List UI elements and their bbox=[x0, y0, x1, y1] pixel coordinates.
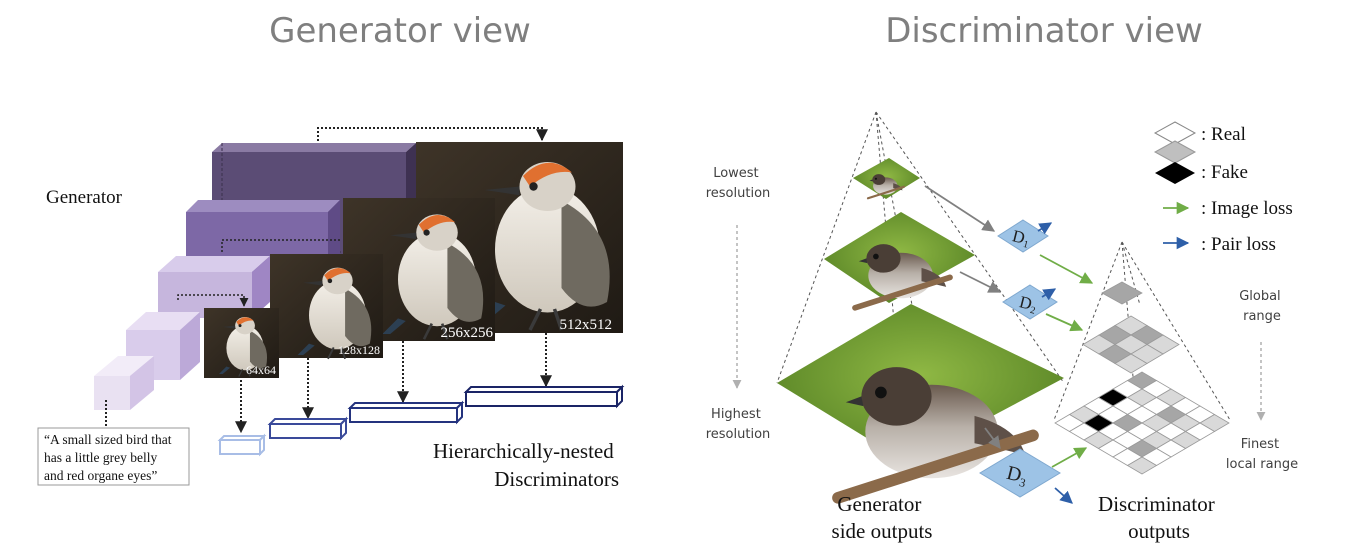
generator-label: Generator bbox=[46, 187, 123, 208]
resolution-label-128: 128x128 bbox=[338, 343, 380, 357]
text-input-box bbox=[37, 427, 190, 486]
generator-side-outputs-label: Generator side outputs bbox=[832, 492, 933, 543]
nested-discriminators bbox=[217, 384, 625, 457]
output-arrows bbox=[235, 333, 552, 434]
resolution-label-512: 512x512 bbox=[560, 317, 613, 333]
text-input-description: “A small sized bird that has a little gr… bbox=[44, 432, 175, 483]
discriminator-d1: D1 bbox=[997, 219, 1049, 253]
side-output-lowest bbox=[853, 158, 920, 200]
generator-view-title: Generator view bbox=[269, 11, 531, 51]
patch-cell bbox=[1101, 281, 1143, 305]
legend-image-loss: : Image loss bbox=[1163, 198, 1293, 219]
fake-diamond-dark-icon bbox=[1155, 162, 1195, 184]
loss-arrows bbox=[1037, 222, 1094, 504]
patch-cell bbox=[1114, 353, 1148, 374]
skip-connection-arrow bbox=[317, 127, 548, 145]
legend-fake: : Fake bbox=[1153, 140, 1248, 184]
resolution-label-256: 256x256 bbox=[441, 325, 494, 341]
svg-text:D1: D1 bbox=[1010, 226, 1032, 251]
highest-resolution-label: Highest resolution bbox=[706, 407, 771, 442]
svg-text:: Pair loss: : Pair loss bbox=[1201, 234, 1276, 255]
global-range-label: Global range bbox=[1239, 289, 1285, 324]
side-output-arrows bbox=[924, 185, 1002, 450]
svg-text:: Image loss: : Image loss bbox=[1201, 198, 1293, 219]
generated-image-64 bbox=[204, 308, 279, 378]
svg-text:D3: D3 bbox=[1004, 462, 1030, 490]
output-grid-3 bbox=[1054, 371, 1230, 475]
fake-diamond-icon bbox=[1153, 140, 1197, 164]
discriminator-outputs-label: Discriminator outputs bbox=[1098, 492, 1220, 543]
resolution-label-64: 64x64 bbox=[246, 363, 276, 377]
side-output-middle bbox=[824, 212, 975, 308]
patch-cell bbox=[1126, 456, 1158, 475]
legend-real: : Real bbox=[1153, 121, 1246, 145]
svg-text:D2: D2 bbox=[1017, 292, 1039, 317]
discriminator-output-grids bbox=[1054, 281, 1230, 475]
discriminator-d2: D2 bbox=[1002, 284, 1058, 320]
legend-pair-loss: : Pair loss bbox=[1163, 234, 1276, 255]
output-grid-1 bbox=[1101, 281, 1143, 305]
discriminator-d3: D3 bbox=[979, 448, 1061, 498]
finest-local-range-label: Finest local range bbox=[1226, 437, 1298, 472]
generated-image-128 bbox=[270, 254, 383, 360]
output-grid-2 bbox=[1082, 315, 1180, 374]
side-output-highest bbox=[777, 304, 1064, 498]
svg-text:: Real: : Real bbox=[1201, 124, 1246, 145]
hierarchically-nested-discriminators-label: Hierarchically-nested Discriminators bbox=[433, 439, 619, 491]
legend: : Real : Fake : Image loss : Pair loss bbox=[1153, 121, 1293, 255]
svg-text:: Fake: : Fake bbox=[1201, 162, 1248, 183]
discriminator-view-title: Discriminator view bbox=[885, 11, 1203, 51]
lowest-resolution-label: Lowest resolution bbox=[706, 166, 771, 201]
generator-block-0 bbox=[94, 356, 154, 410]
